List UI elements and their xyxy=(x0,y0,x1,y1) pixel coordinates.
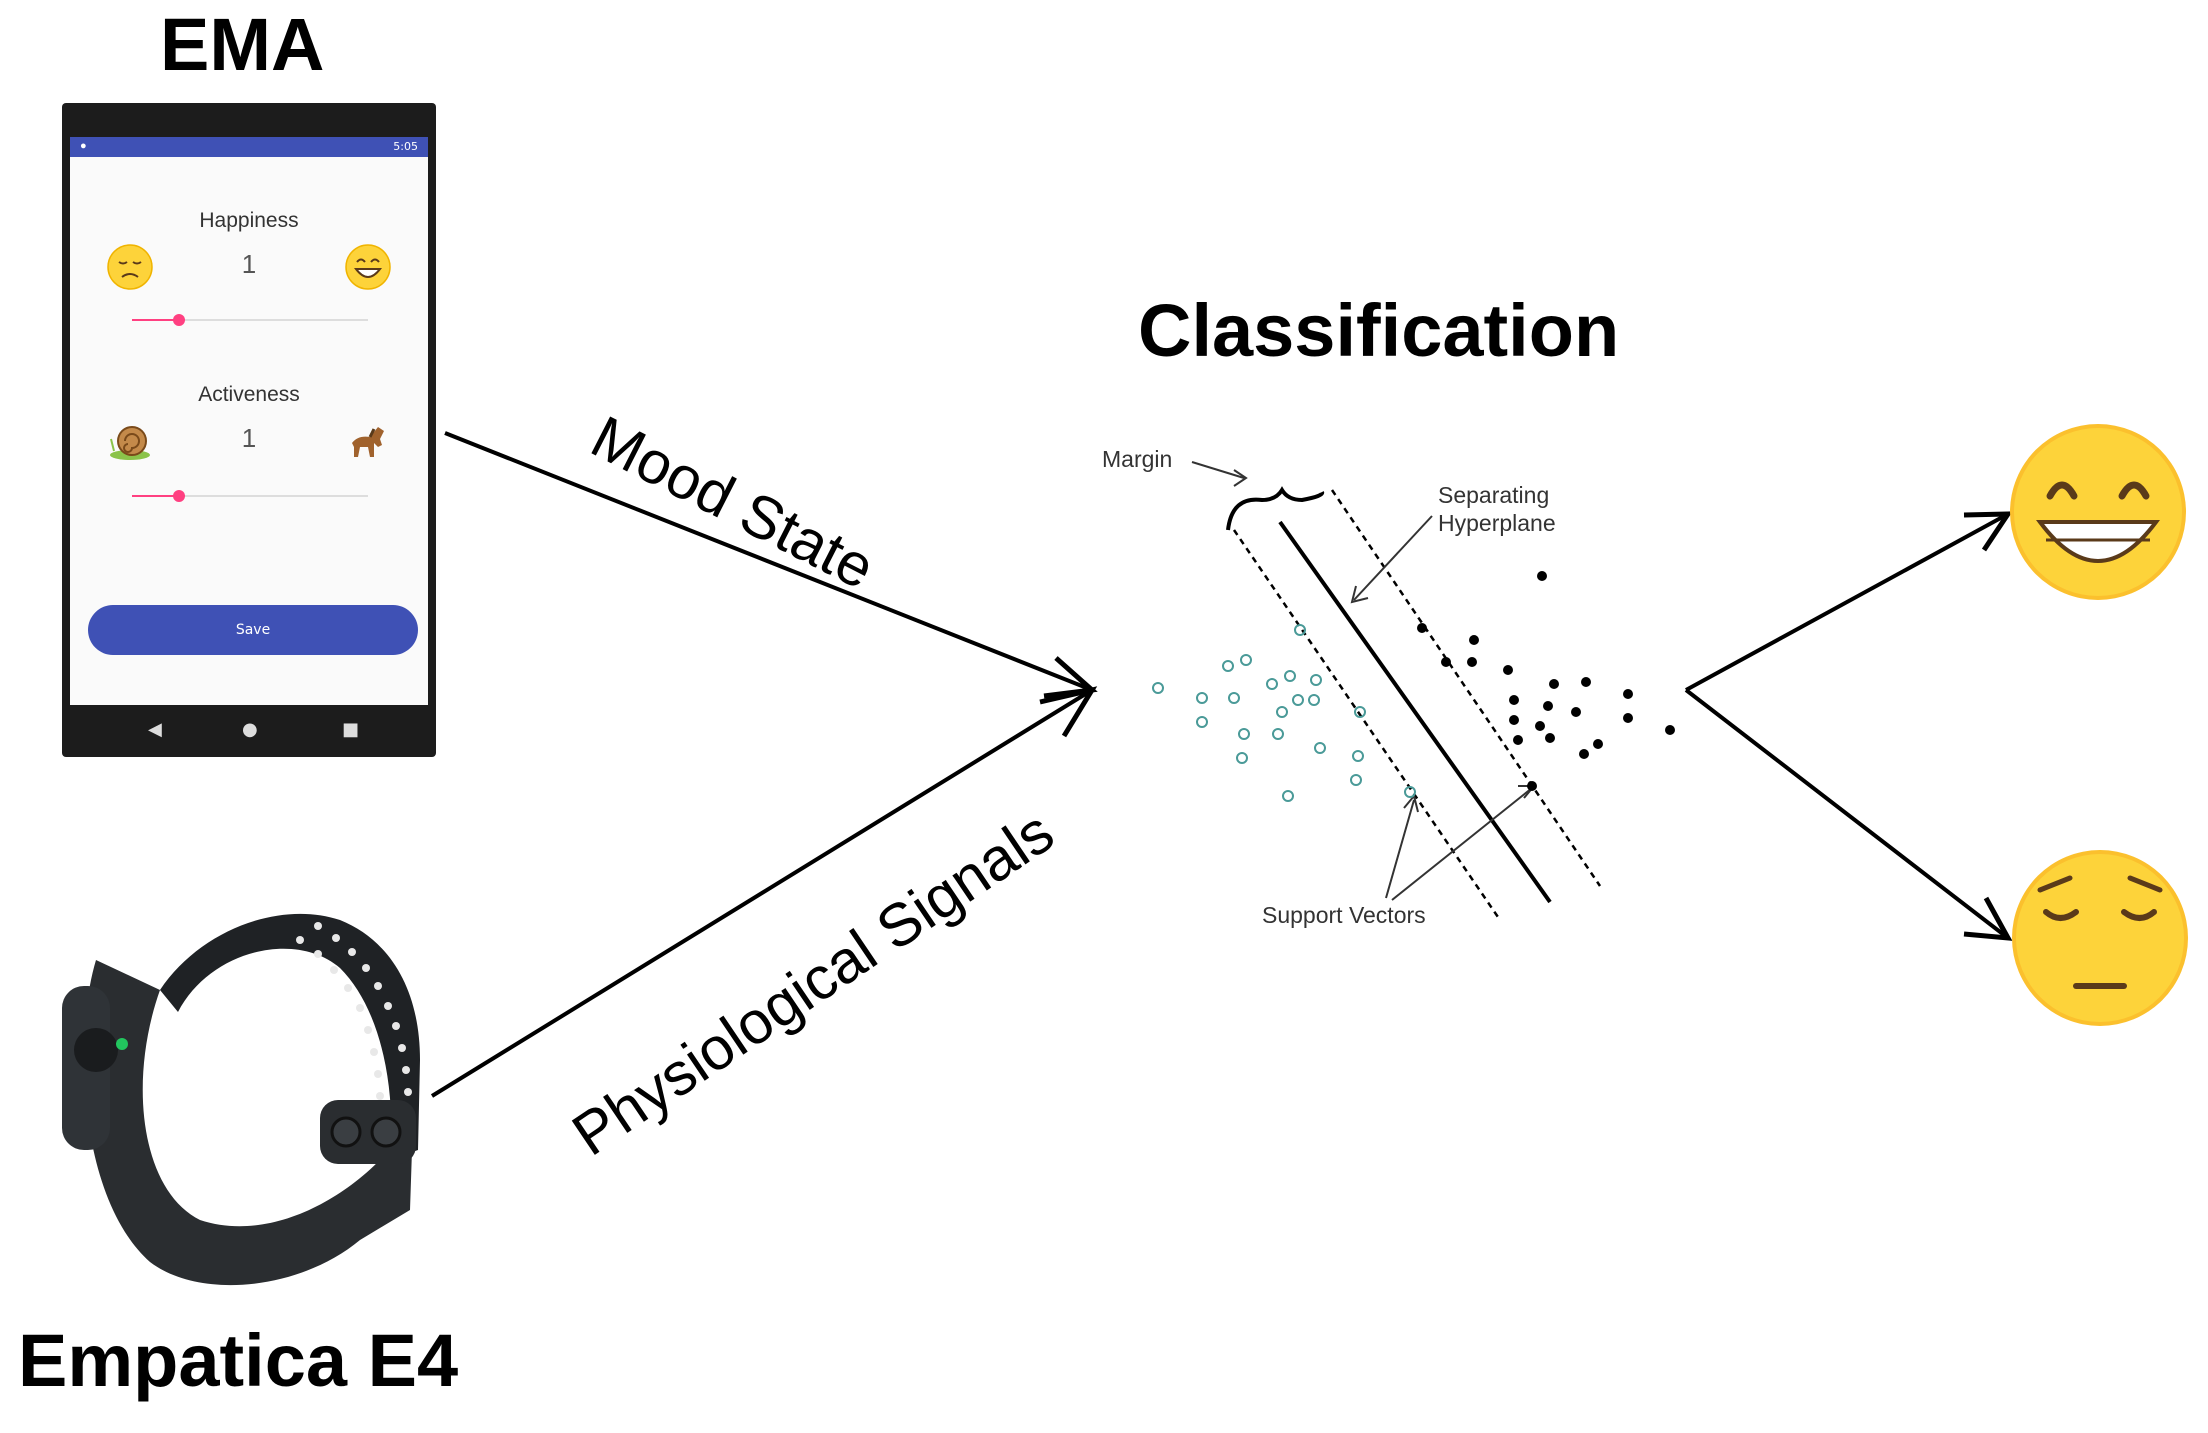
wristband-icon xyxy=(62,913,420,1286)
empatica-title: Empatica E4 xyxy=(18,1319,459,1402)
margin-line-left xyxy=(1232,529,1502,921)
margin-brace xyxy=(1226,486,1325,531)
output-happy-arrowhead xyxy=(1963,511,2013,552)
status-bar: ● 5:05 xyxy=(70,137,428,157)
phone-screen: ● 5:05 Happiness 1 Activeness xyxy=(70,137,428,705)
activeness-slider-fill xyxy=(132,495,180,497)
hyperplane-label-line2: Hyperplane xyxy=(1438,510,1556,536)
home-icon[interactable]: ● xyxy=(242,719,258,740)
activeness-value: 1 xyxy=(241,423,257,453)
happiness-slider[interactable] xyxy=(132,314,368,326)
sad-face-icon xyxy=(107,244,153,290)
activeness-slider-thumb[interactable] xyxy=(173,490,186,502)
grinning-face-icon xyxy=(2010,424,2186,600)
output-happy-arrow xyxy=(1685,512,2009,692)
margin-line-right xyxy=(1330,489,1602,887)
led-indicator xyxy=(116,1038,128,1050)
status-time: 5:05 xyxy=(393,140,418,153)
activeness-slider[interactable] xyxy=(132,490,368,502)
back-icon[interactable]: ◀ xyxy=(148,719,162,740)
physiological-signals-arrow xyxy=(430,688,1094,1098)
svm-diagram xyxy=(1152,461,1675,921)
happiness-label: Happiness xyxy=(199,209,299,232)
activeness-label: Activeness xyxy=(198,383,300,406)
grinning-face-icon xyxy=(345,244,391,290)
snail-icon xyxy=(110,426,150,460)
status-dot-icon: ● xyxy=(80,140,87,152)
happiness-slider-thumb[interactable] xyxy=(173,314,186,326)
classification-title: Classification xyxy=(1138,289,1620,372)
physiological-signals-arrowhead xyxy=(1039,686,1098,738)
android-nav-bar: ◀ ● ■ xyxy=(70,711,428,751)
class-positive-points xyxy=(1417,571,1675,791)
phone-mockup: ● 5:05 Happiness 1 Activeness xyxy=(62,103,436,757)
output-sad-arrow xyxy=(1684,688,2010,940)
save-button[interactable]: Save xyxy=(88,605,418,655)
support-vectors-label: Support Vectors xyxy=(1262,902,1426,928)
recents-icon[interactable]: ■ xyxy=(342,719,360,740)
hyperplane-label-line1: Separating xyxy=(1438,482,1550,508)
class-negative-points xyxy=(1152,624,1416,802)
pensive-face-icon xyxy=(2012,850,2188,1026)
ema-title: EMA xyxy=(160,3,325,86)
hyperplane-line xyxy=(1278,520,1552,904)
happiness-slider-fill xyxy=(132,319,180,321)
margin-label: Margin xyxy=(1102,446,1173,472)
happiness-value: 1 xyxy=(241,249,257,279)
output-sad-arrowhead xyxy=(1963,896,2013,941)
mood-state-arrow xyxy=(444,431,1093,692)
horse-icon xyxy=(352,427,384,457)
